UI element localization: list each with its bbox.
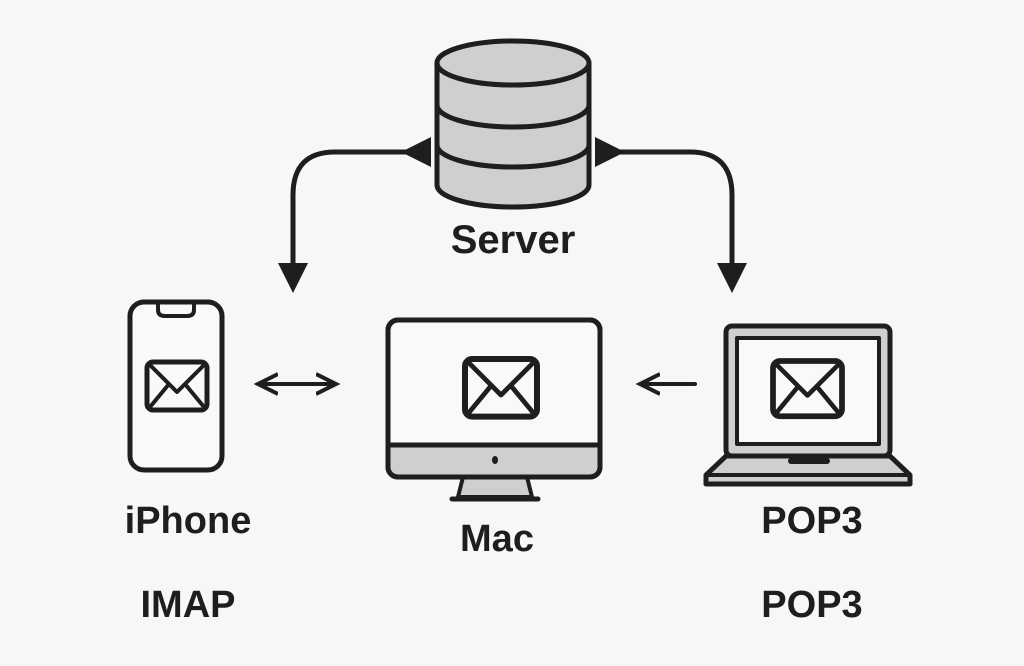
mail-icon	[465, 359, 537, 417]
server-label: Server	[451, 218, 576, 262]
iphone-protocol-label: IMAP	[141, 584, 236, 626]
laptop-label: POP3	[761, 500, 862, 542]
database-icon	[434, 38, 592, 210]
mail-icon	[147, 362, 207, 410]
laptop-protocol-label: POP3	[761, 584, 862, 626]
laptop-icon	[703, 323, 913, 487]
arrow-server-laptop	[595, 137, 747, 293]
smartphone-icon	[127, 299, 225, 473]
arrow-server-iphone	[278, 137, 431, 293]
iphone-label: iPhone	[125, 500, 252, 542]
mail-icon	[773, 361, 842, 416]
desktop-monitor-icon	[385, 317, 603, 502]
mac-label: Mac	[460, 518, 534, 560]
